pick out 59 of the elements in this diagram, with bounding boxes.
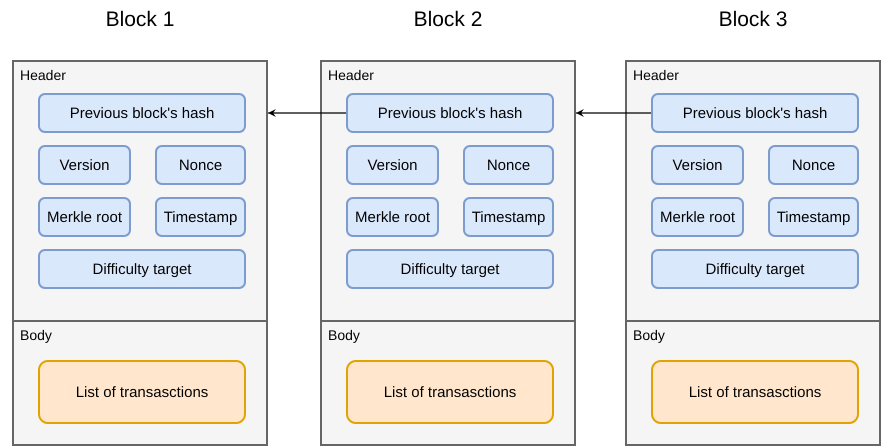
section-label: Header xyxy=(633,67,679,83)
field-box xyxy=(651,93,859,133)
field-label: Version xyxy=(59,156,110,174)
field-label: Merkle root xyxy=(660,208,736,226)
field-box xyxy=(155,197,246,237)
field-label: Previous block's hash xyxy=(70,104,214,122)
block-title: Block 2 xyxy=(412,8,484,32)
field-box xyxy=(346,145,439,185)
field-box xyxy=(155,145,246,185)
field-label: Nonce xyxy=(178,156,222,174)
field-box xyxy=(651,249,859,289)
section-panel xyxy=(12,60,268,322)
transactions-box xyxy=(651,360,859,424)
section-label: Body xyxy=(633,327,665,343)
field-box xyxy=(768,145,859,185)
field-label: Difficulty target xyxy=(92,260,192,278)
field-label: Timestamp xyxy=(472,208,546,226)
block-title: Block 3 xyxy=(718,8,788,32)
field-label: Merkle root xyxy=(46,208,122,226)
field-label: List of transasctions xyxy=(384,384,516,400)
section-panel xyxy=(320,320,576,446)
transactions-box xyxy=(38,360,246,424)
field-box xyxy=(38,197,131,237)
section-label: Body xyxy=(20,327,52,343)
field-box xyxy=(463,145,554,185)
field-box xyxy=(463,197,554,237)
field-box xyxy=(38,145,131,185)
section-label: Body xyxy=(328,327,360,343)
field-label: List of transasctions xyxy=(688,384,822,400)
field-label: Difficulty target xyxy=(400,260,500,278)
field-label: Timestamp xyxy=(776,208,850,226)
field-label: Timestamp xyxy=(164,208,238,226)
arrow xyxy=(268,109,346,117)
transactions-box xyxy=(346,360,554,424)
section-label: Header xyxy=(20,67,66,83)
field-label: Nonce xyxy=(792,156,836,174)
section-label: Header xyxy=(328,67,374,83)
field-label: Previous block's hash xyxy=(682,104,828,122)
field-box xyxy=(651,197,744,237)
arrow xyxy=(576,109,651,117)
field-label: Version xyxy=(367,156,418,174)
section-panel xyxy=(320,60,576,322)
section-panel xyxy=(625,320,881,446)
field-label: Nonce xyxy=(486,156,530,174)
field-box xyxy=(346,93,554,133)
field-box xyxy=(651,145,744,185)
field-label: Difficulty target xyxy=(706,260,804,278)
field-label: List of transasctions xyxy=(76,384,208,400)
field-label: Version xyxy=(672,156,723,174)
block-title: Block 1 xyxy=(104,8,176,32)
field-box xyxy=(346,249,554,289)
section-panel xyxy=(625,60,881,322)
field-box xyxy=(346,197,439,237)
field-label: Previous block's hash xyxy=(378,104,522,122)
field-box xyxy=(38,249,246,289)
field-box xyxy=(768,197,859,237)
field-label: Merkle root xyxy=(354,208,430,226)
field-box xyxy=(38,93,246,133)
section-panel xyxy=(12,320,268,446)
